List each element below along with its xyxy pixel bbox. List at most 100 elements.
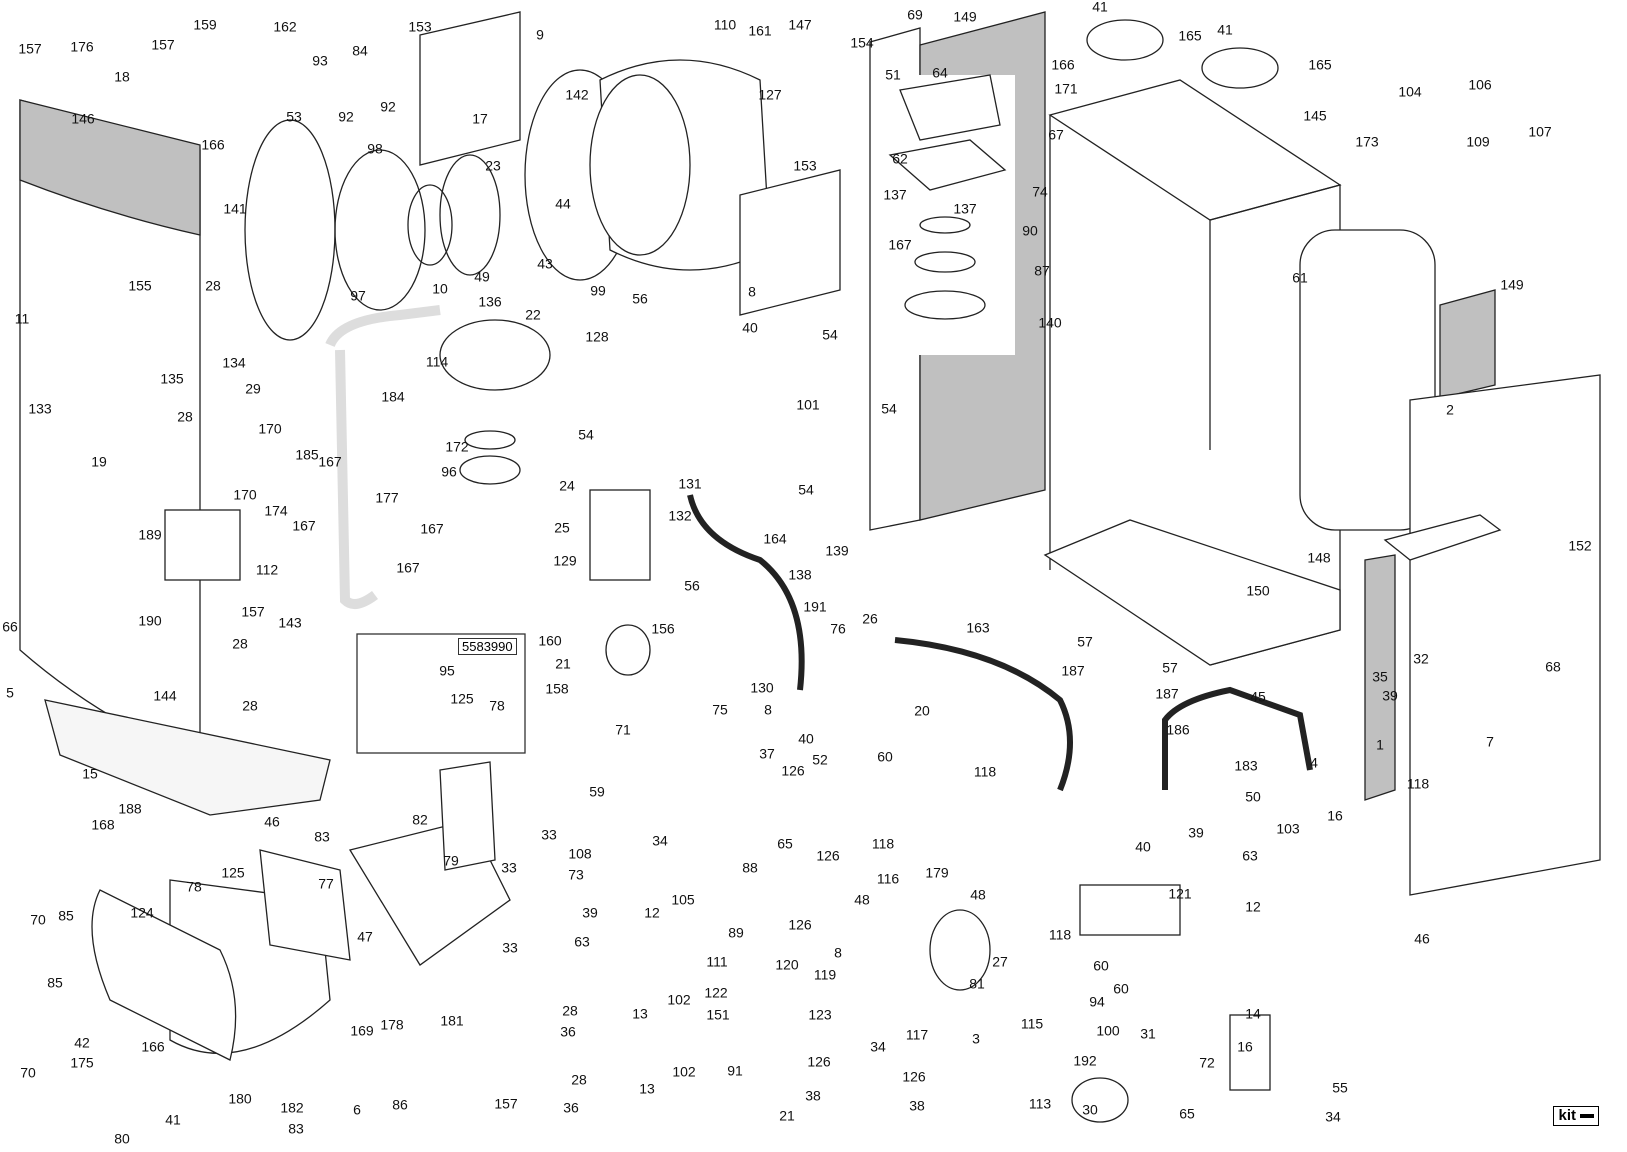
part-label-4: 4: [1310, 755, 1318, 771]
part-label-167: 167: [396, 560, 420, 576]
part-label-21: 21: [779, 1108, 795, 1124]
part-label-70: 70: [20, 1065, 36, 1081]
bracket-152: [1383, 514, 1502, 561]
part-label-118: 118: [1049, 927, 1072, 943]
part-label-85: 85: [47, 975, 63, 991]
part-label-33: 33: [541, 827, 557, 843]
part-label-161: 161: [748, 23, 772, 39]
part-label-60: 60: [1113, 981, 1129, 997]
part-label-19: 19: [91, 454, 107, 470]
back-frame-left: [1049, 115, 1211, 570]
part-label-133: 133: [28, 401, 52, 417]
plate-hx-121: [1079, 884, 1181, 936]
part-label-142: 142: [565, 87, 589, 103]
part-label-109: 109: [1466, 134, 1490, 150]
part-label-182: 182: [280, 1100, 304, 1116]
part-label-84: 84: [352, 43, 368, 59]
part-label-60: 60: [1093, 958, 1109, 974]
part-label-96: 96: [441, 464, 457, 480]
part-label-131: 131: [678, 476, 702, 492]
part-label-33: 33: [501, 860, 517, 876]
back-frame-top: [1048, 79, 1342, 221]
side-panel-153: [419, 11, 521, 166]
part-label-12: 12: [644, 905, 660, 921]
part-label-121: 121: [1168, 886, 1192, 902]
part-label-166: 166: [1051, 57, 1075, 73]
part-label-91: 91: [727, 1063, 743, 1079]
part-label-25: 25: [554, 520, 570, 536]
part-label-28: 28: [177, 409, 193, 425]
part-label-188: 188: [118, 801, 142, 817]
part-label-106: 106: [1468, 77, 1492, 93]
part-label-139: 139: [825, 543, 849, 559]
part-label-187: 187: [1061, 663, 1085, 679]
part-label-169: 169: [350, 1023, 374, 1039]
part-label-80: 80: [114, 1131, 130, 1147]
part-label-14: 14: [1245, 1006, 1261, 1022]
part-label-129: 129: [553, 553, 577, 569]
kit-legend: kit: [1553, 1106, 1599, 1126]
part-label-120: 120: [775, 957, 799, 973]
bottom-plate: [1043, 519, 1341, 666]
part-label-41: 41: [165, 1112, 181, 1128]
part-label-102: 102: [672, 1064, 696, 1080]
part-label-88: 88: [742, 860, 758, 876]
part-label-183: 183: [1234, 758, 1258, 774]
heat-exchanger-front: [589, 74, 691, 256]
part-label-107: 107: [1528, 124, 1552, 140]
part-label-8: 8: [764, 702, 772, 718]
part-label-86: 86: [392, 1097, 408, 1113]
part-label-54: 54: [798, 482, 814, 498]
part-label-48: 48: [970, 887, 986, 903]
kit-legend-label: kit: [1558, 1107, 1576, 1124]
part-label-172: 172: [445, 439, 469, 455]
flue-140: [904, 290, 986, 320]
part-label-67: 67: [1048, 127, 1064, 143]
part-label-167: 167: [888, 237, 912, 253]
part-label-39: 39: [1382, 688, 1398, 704]
trap-129: [589, 489, 651, 581]
part-label-167: 167: [292, 518, 316, 534]
part-label-17: 17: [472, 111, 488, 127]
cover-82: [439, 761, 496, 871]
part-label-164: 164: [763, 531, 787, 547]
part-label-73: 73: [568, 867, 584, 883]
part-label-28: 28: [571, 1072, 587, 1088]
part-label-54: 54: [881, 401, 897, 417]
motor-30: [1071, 1077, 1129, 1123]
part-label-83: 83: [288, 1121, 304, 1137]
part-label-33: 33: [502, 940, 518, 956]
burner-plate: [244, 119, 336, 341]
part-label-171: 171: [1054, 81, 1078, 97]
insulation-149b: [1439, 289, 1496, 399]
part-label-157: 157: [494, 1096, 518, 1112]
seal-98: [334, 149, 426, 311]
part-label-110: 110: [714, 17, 737, 33]
part-label-166: 166: [141, 1039, 165, 1055]
part-label-46: 46: [1414, 931, 1430, 947]
part-label-34: 34: [1325, 1109, 1341, 1125]
part-label-173: 173: [1355, 134, 1379, 150]
part-label-63: 63: [574, 934, 590, 950]
part-label-186: 186: [1166, 722, 1190, 738]
part-label-60: 60: [877, 749, 893, 765]
part-label-8: 8: [748, 284, 756, 300]
part-label-48: 48: [854, 892, 870, 908]
part-label-92: 92: [380, 99, 396, 115]
part-label-165: 165: [1178, 28, 1202, 44]
reference-number-box: 5583990: [458, 638, 517, 655]
part-label-134: 134: [222, 355, 246, 371]
part-label-102: 102: [667, 992, 691, 1008]
part-label-176: 176: [70, 39, 94, 55]
part-label-34: 34: [652, 833, 668, 849]
part-label-10: 10: [432, 281, 448, 297]
part-label-157: 157: [18, 41, 42, 57]
part-label-103: 103: [1276, 821, 1300, 837]
part-label-65: 65: [1179, 1106, 1195, 1122]
part-label-57: 57: [1162, 660, 1178, 676]
part-label-70: 70: [30, 912, 46, 928]
part-label-160: 160: [538, 633, 562, 649]
part-label-114: 114: [426, 354, 449, 370]
